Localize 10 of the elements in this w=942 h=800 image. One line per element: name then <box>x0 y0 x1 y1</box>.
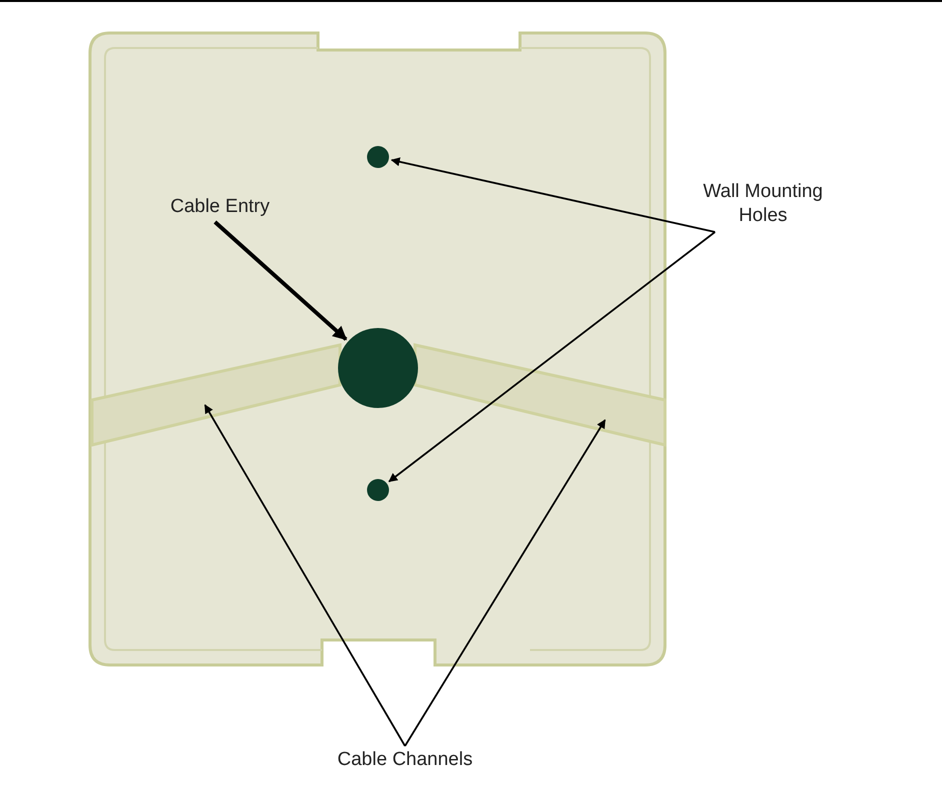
part-label: Wall Mounting Holes <box>683 180 843 228</box>
part-label: Cable Entry <box>135 195 305 219</box>
leader-line <box>404 419 606 746</box>
leader-line <box>390 157 716 233</box>
cable-channel <box>415 345 665 445</box>
leader-line <box>388 231 716 482</box>
leader-line <box>204 404 406 746</box>
cable-channel <box>92 345 340 445</box>
part-label: Cable Channels <box>300 748 510 772</box>
leader-line <box>214 220 348 341</box>
